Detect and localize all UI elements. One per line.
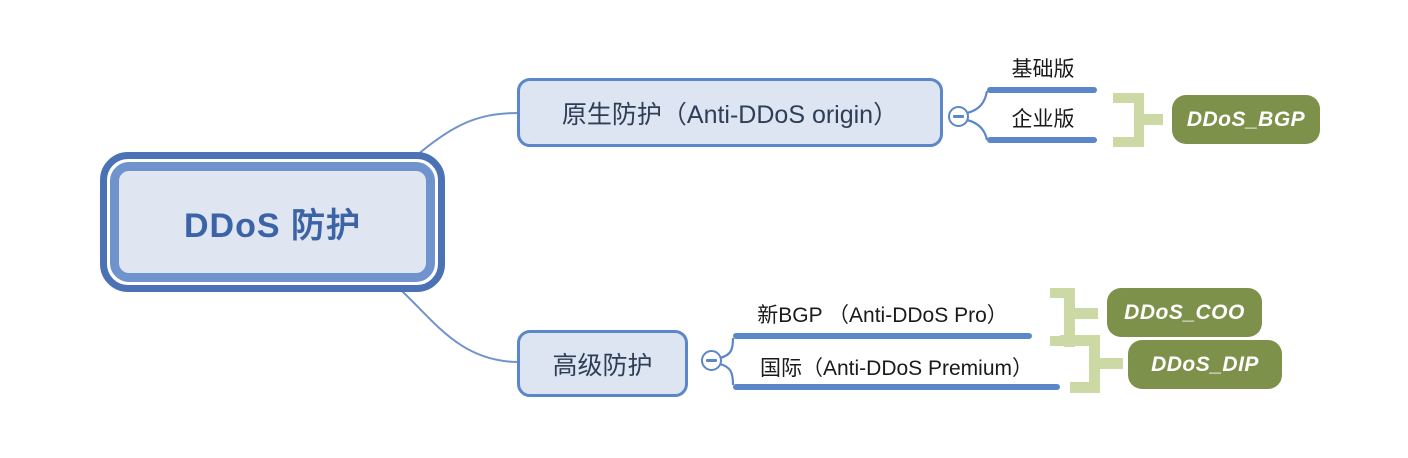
- minus-glyph: [706, 359, 717, 362]
- child-topic-basic-label[interactable]: 基础版: [1011, 58, 1075, 81]
- branch-topic-advanced-label: 高级防护: [552, 351, 653, 380]
- child-topic-newbgp-underline: [733, 333, 1032, 339]
- child-topic-newbgp-label[interactable]: 新BGP （Anti-DDoS Pro）: [757, 304, 1008, 327]
- root-topic[interactable]: DDoS 防护: [100, 152, 445, 292]
- summary-topic-coo-label: DDoS_COO: [1124, 300, 1245, 324]
- child-topic-intl-underline: [733, 384, 1060, 390]
- child-topic-basic-underline: [987, 87, 1097, 93]
- bracket-bar: [1089, 335, 1100, 393]
- root-topic-label: DDoS 防护: [184, 206, 361, 245]
- edge-advanced-to-intl: [719, 362, 735, 386]
- bracket-arm-bottom: [1070, 382, 1100, 393]
- root-topic-inner: DDoS 防护: [110, 162, 435, 282]
- summary-topic-coo[interactable]: DDoS_COO: [1107, 288, 1262, 337]
- bracket-bar: [1064, 288, 1075, 347]
- bracket-arm-top: [1113, 93, 1144, 103]
- edge-advanced-to-newbgp: [719, 337, 735, 360]
- child-topic-enterprise-label[interactable]: 企业版: [1011, 108, 1075, 131]
- collapse-minus-icon[interactable]: [948, 106, 969, 127]
- summary-topic-dip-label: DDoS_DIP: [1151, 352, 1259, 376]
- branch-topic-origin-label: 原生防护（Anti-DDoS origin）: [561, 100, 899, 129]
- branch-topic-advanced[interactable]: 高级防护: [517, 330, 688, 397]
- minus-glyph: [953, 115, 964, 118]
- bracket-arm-top: [1050, 288, 1075, 298]
- child-topic-enterprise-underline: [987, 137, 1097, 143]
- edge-origin-to-basic: [966, 90, 989, 115]
- bracket-stem: [1100, 358, 1123, 369]
- collapse-minus-icon[interactable]: [701, 350, 722, 371]
- summary-topic-bgp-label: DDoS_BGP: [1186, 107, 1306, 131]
- edge-origin-to-enterprise: [966, 118, 989, 141]
- child-topic-intl-label[interactable]: 国际（Anti-DDoS Premium）: [759, 357, 1034, 380]
- bracket-bar: [1134, 93, 1144, 147]
- summary-bracket-bgp: [1113, 93, 1163, 147]
- summary-topic-dip[interactable]: DDoS_DIP: [1128, 340, 1282, 389]
- summary-topic-bgp[interactable]: DDoS_BGP: [1172, 95, 1320, 144]
- bracket-stem: [1144, 114, 1163, 125]
- branch-topic-origin[interactable]: 原生防护（Anti-DDoS origin）: [517, 78, 943, 147]
- bracket-arm-top: [1060, 335, 1100, 346]
- bracket-arm-bottom: [1113, 137, 1144, 147]
- summary-bracket-dip: [1060, 335, 1123, 393]
- bracket-stem: [1075, 308, 1098, 319]
